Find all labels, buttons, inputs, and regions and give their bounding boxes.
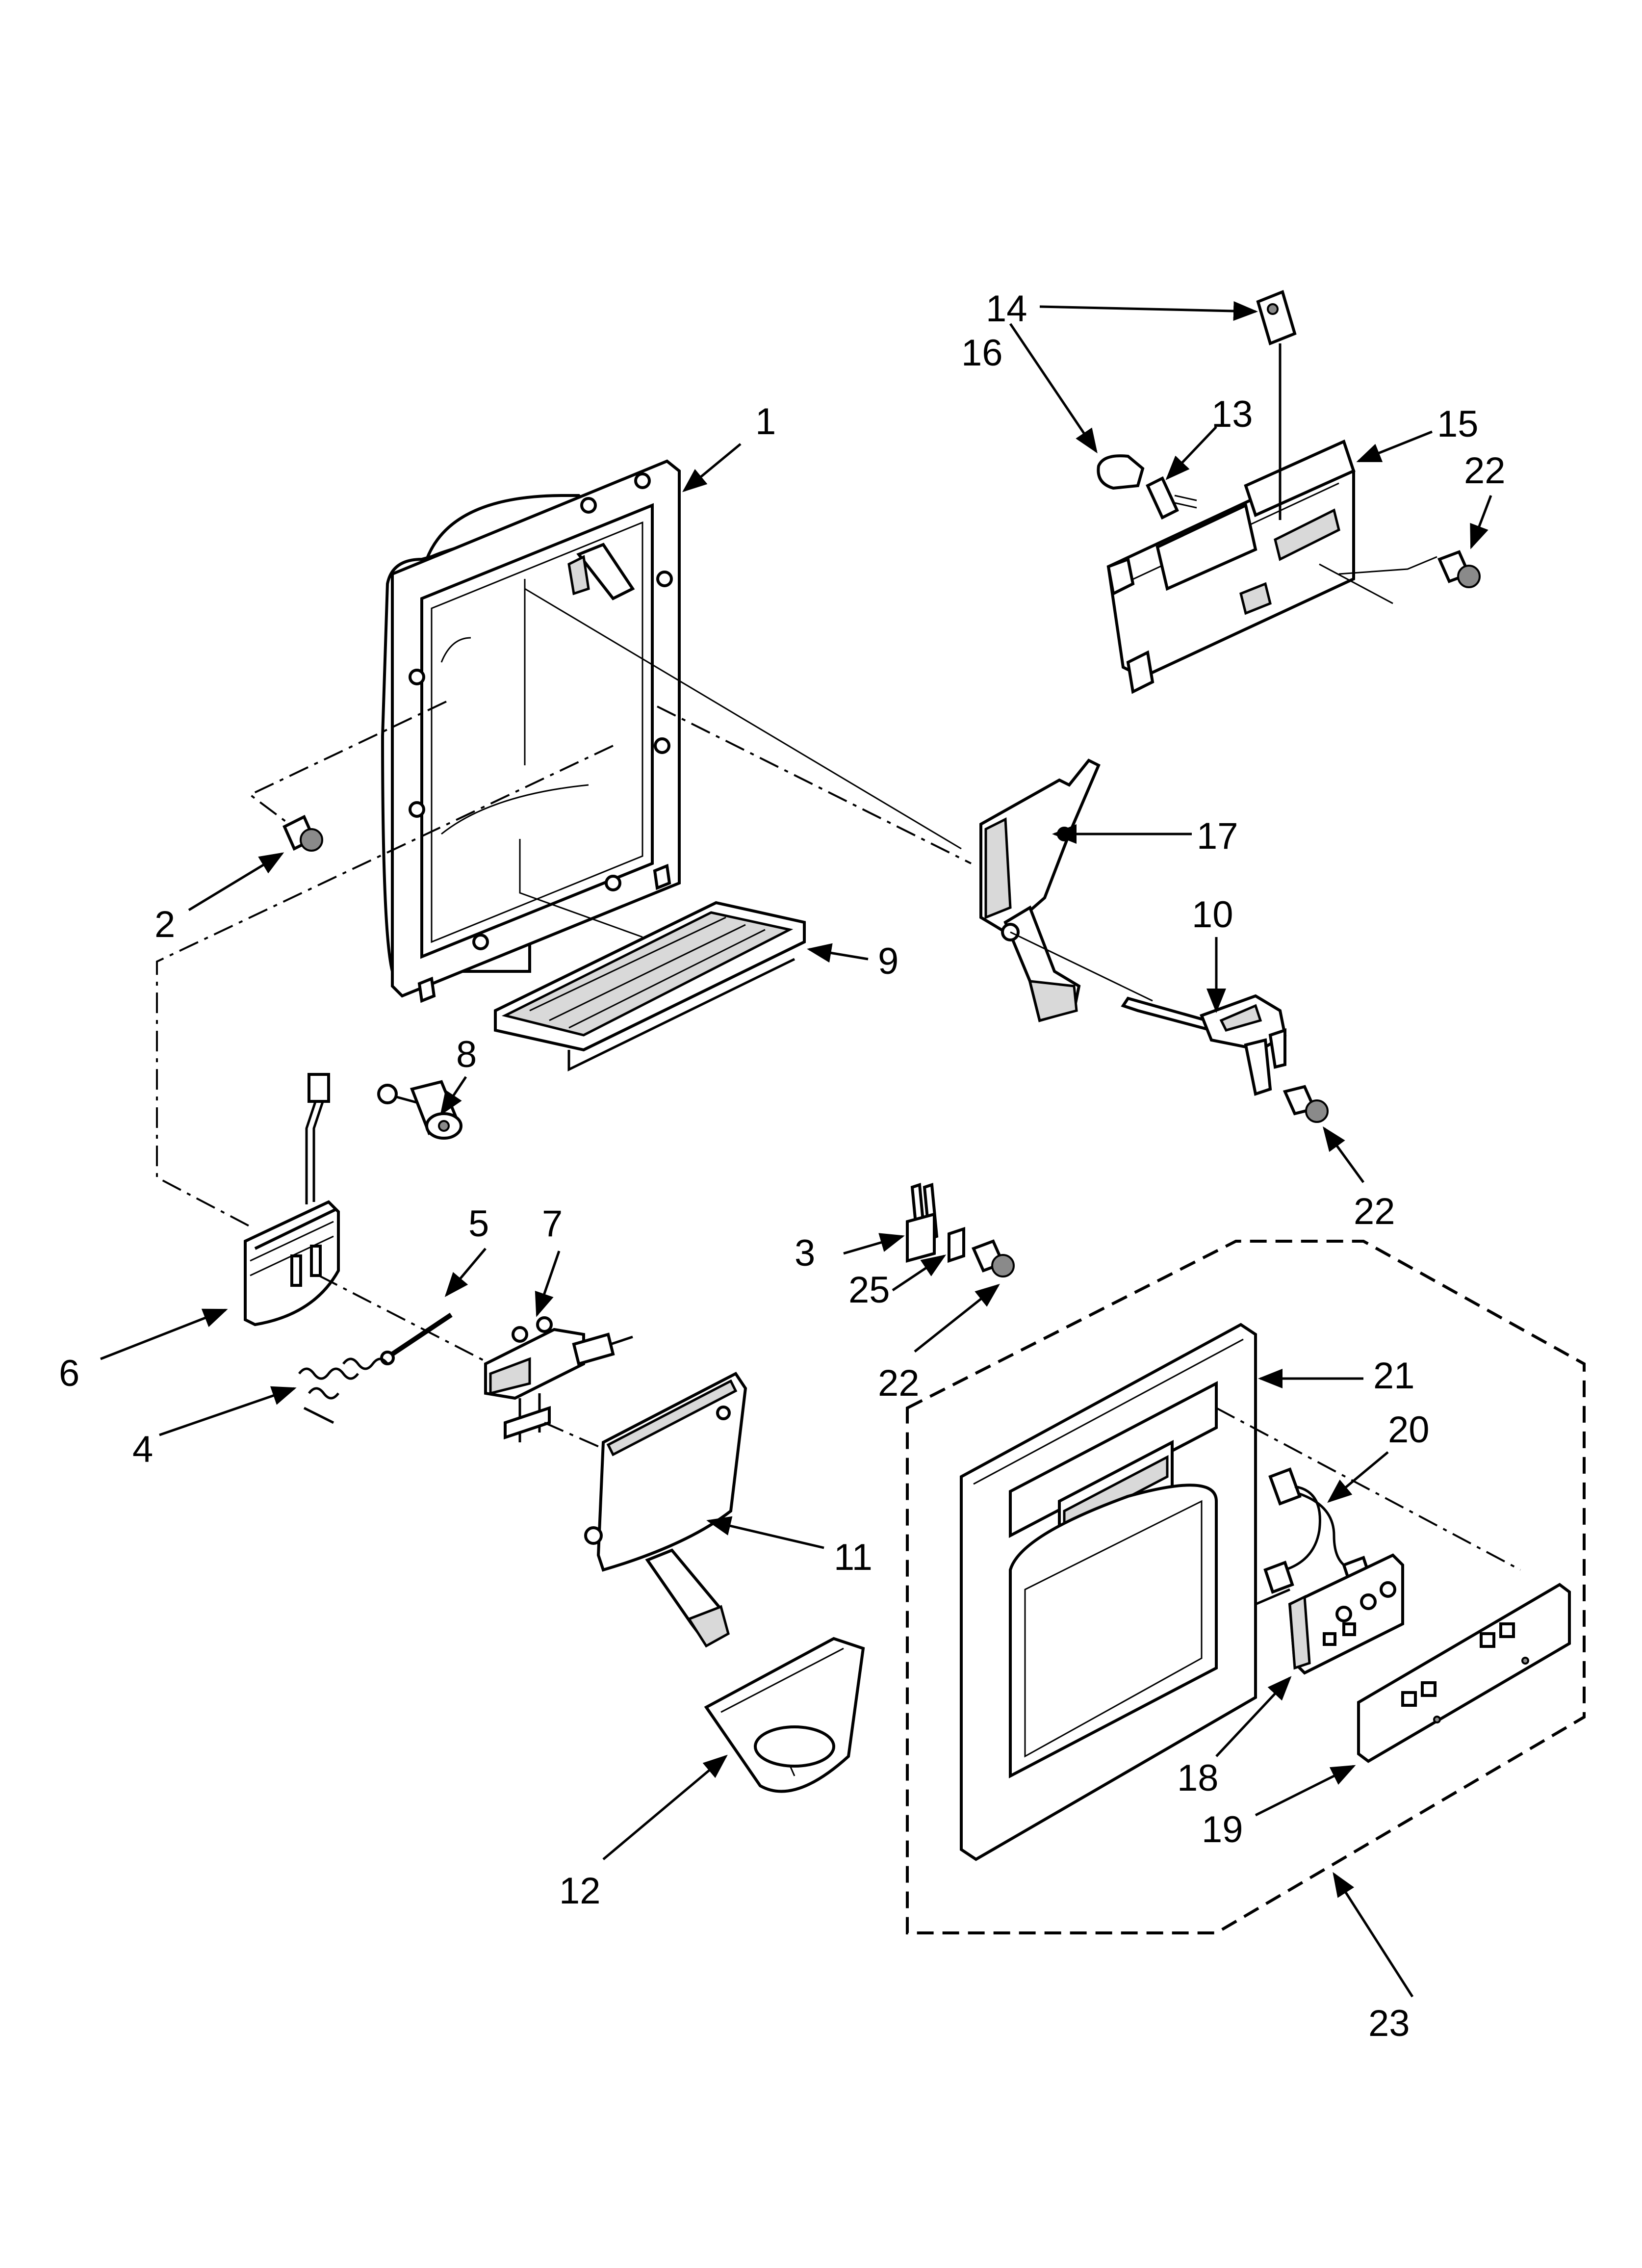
control-label-19 [1357,1583,1571,1763]
socket-13 [1146,476,1197,520]
callout-13: 13 [1211,393,1253,435]
screw-22-middle [1283,1085,1329,1123]
callout-22-switch: 22 [878,1362,920,1404]
callout-23: 23 [1368,2003,1410,2044]
assembly-outline-23 [906,1240,1586,1934]
motor-6 [244,1073,340,1327]
callout-4: 4 [132,1429,153,1470]
screw-22-top [1437,550,1481,588]
water-lever-10 [1121,994,1287,1096]
callout-11: 11 [834,1537,872,1578]
callout-17: 17 [1197,815,1238,857]
ice-chute-12 [704,1637,865,1793]
switch-14 [1256,289,1297,520]
rod-5 [380,1312,453,1365]
callout-1: 1 [755,401,776,443]
drip-tray [494,901,806,1072]
bulb-16 [1097,454,1145,490]
callout-8: 8 [456,1034,477,1075]
plunger-8 [377,1080,462,1140]
wire-harness-20 [1255,1467,1373,1606]
callout-10: 10 [1192,894,1233,936]
callout-15: 15 [1437,403,1479,445]
switch-3 [906,1182,939,1263]
spacer-25 [948,1226,965,1263]
leader-1 [682,443,742,493]
callout-20: 20 [1388,1409,1430,1451]
callout-18: 18 [1177,1757,1219,1799]
callout-5: 5 [468,1203,489,1245]
lever-17 [979,758,1101,1022]
callout-21: 21 [1373,1355,1415,1397]
callout-3: 3 [795,1232,815,1274]
springs-4 [298,1357,388,1424]
callout-22-top: 22 [1464,450,1506,492]
callout-14: 14 [986,288,1027,330]
callout-9: 9 [878,940,898,982]
callout-22-middle: 22 [1354,1191,1395,1232]
ice-paddle-11 [584,1372,747,1648]
callout-19: 19 [1202,1809,1243,1851]
callout-6: 6 [59,1353,79,1394]
callout-7: 7 [542,1203,563,1245]
screw-2 [282,814,323,852]
control-board-18 [1288,1553,1404,1675]
upper-bracket-15 [1106,439,1437,694]
front-panel-21 [960,1323,1257,1861]
callout-2: 2 [154,904,175,945]
callout-12: 12 [559,1870,601,1912]
callout-16: 16 [961,332,1003,374]
actuator-7 [484,1316,633,1442]
screw-22-switch [971,1239,1015,1277]
callout-25: 25 [848,1269,890,1311]
housing-frame [381,459,681,1003]
